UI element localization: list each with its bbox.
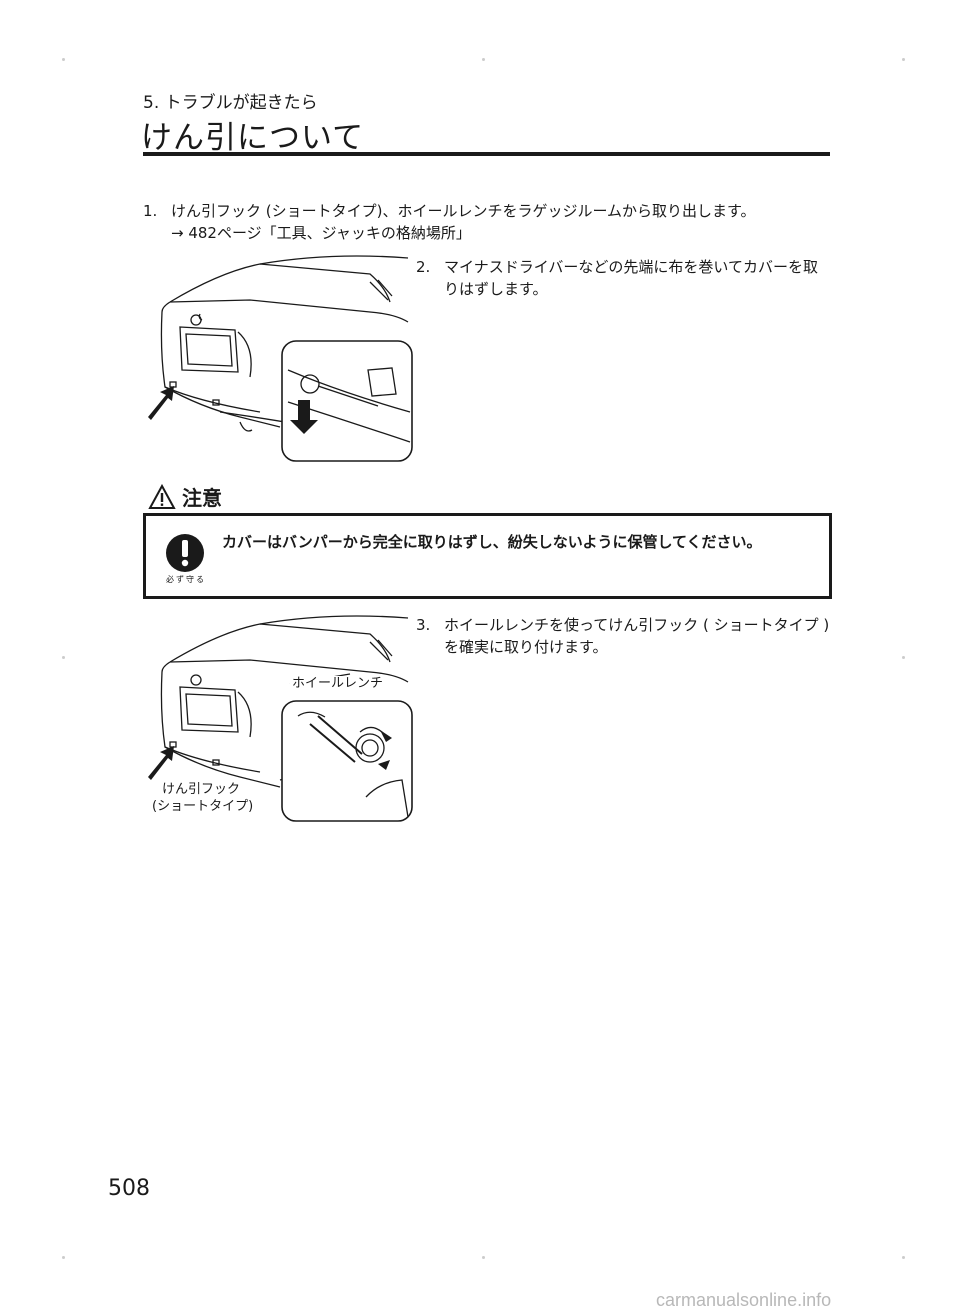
step-2: 2. マイナスドライバーなどの先端に布を巻いてカバーを取りはずします。: [416, 256, 831, 300]
crop-mark: [902, 1256, 905, 1259]
label-tow-hook: けん引フック: [160, 782, 243, 798]
crop-mark: [902, 656, 905, 659]
title-divider: [143, 152, 830, 156]
chapter-heading: 5. トラブルが起きたら: [143, 93, 318, 113]
must-follow-label: 必ず守る: [166, 575, 206, 584]
step-number: 3.: [416, 616, 431, 634]
crop-mark: [902, 58, 905, 61]
step-text: けん引フック (ショートタイプ)、ホイールレンチをラゲッジルームから取り出します…: [171, 202, 756, 220]
figure-hook-install: [148, 615, 413, 822]
step-number: 2.: [416, 258, 431, 276]
crop-mark: [62, 58, 65, 61]
exclamation-circle-icon: [166, 534, 204, 572]
page-title: けん引について: [141, 120, 365, 156]
step-1: 1. けん引フック (ショートタイプ)、ホイールレンチをラゲッジルームから取り出…: [143, 200, 833, 222]
crop-mark: [482, 58, 485, 61]
caution-heading: 注意: [148, 482, 222, 511]
label-tow-hook-type: (ショートタイプ): [150, 799, 256, 815]
step-number: 1.: [143, 202, 158, 220]
figure-cover-removal: [148, 255, 413, 462]
crop-mark: [62, 1256, 65, 1259]
step-text: ホイールレンチを使ってけん引フック ( ショートタイプ ) を確実に取り付けます…: [444, 616, 830, 656]
page-number: 508: [108, 1176, 150, 1201]
caution-heading-text: 注意: [182, 486, 222, 510]
warning-triangle-icon: [148, 483, 176, 509]
caution-box: 必ず守る カバーはバンパーから完全に取りはずし、紛失しないように保管してください…: [143, 513, 832, 599]
step-3: 3. ホイールレンチを使ってけん引フック ( ショートタイプ ) を確実に取り付…: [416, 614, 831, 658]
label-wheel-wrench: ホイールレンチ: [290, 676, 386, 692]
watermark: carmanualsonline.info: [656, 1290, 832, 1310]
crop-mark: [482, 1256, 485, 1259]
caution-text: カバーはバンパーから完全に取りはずし、紛失しないように保管してください。: [222, 533, 762, 551]
step-text: マイナスドライバーなどの先端に布を巻いてカバーを取りはずします。: [444, 258, 818, 298]
crop-mark: [62, 656, 65, 659]
page-reference-link[interactable]: → 482ページ「工具、ジャッキの格納場所」: [171, 224, 471, 242]
